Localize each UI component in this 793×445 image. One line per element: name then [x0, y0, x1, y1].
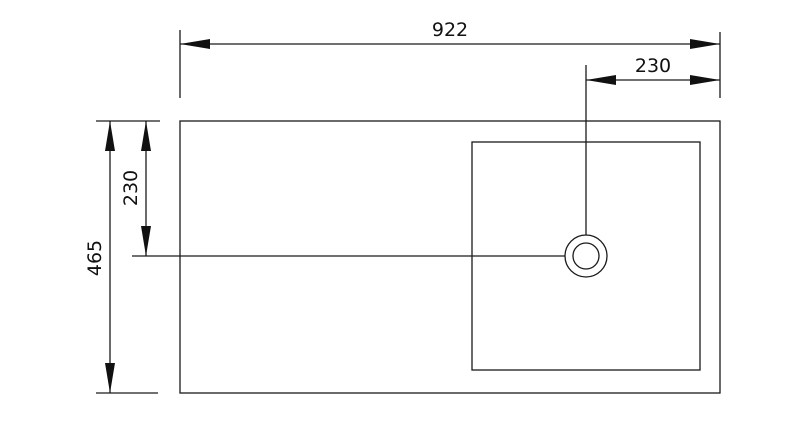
arrow-head	[690, 39, 720, 49]
overall-height-label: 465	[84, 240, 106, 276]
drain-top-offset-dimension: 230	[120, 121, 151, 256]
overall-width-label: 922	[432, 19, 468, 41]
overall-height-dimension: 465	[84, 120, 160, 394]
arrow-head	[141, 121, 151, 151]
drain-outlet	[564, 234, 608, 278]
arrow-head	[690, 75, 720, 85]
arrow-head	[180, 39, 210, 49]
drain-right-offset-label: 230	[635, 55, 671, 77]
arrow-head	[586, 75, 616, 85]
sink-outline	[179, 120, 721, 394]
drain-right-offset-dimension: 230	[586, 55, 720, 85]
drain-top-offset-label: 230	[120, 170, 142, 206]
arrow-head	[105, 121, 115, 151]
overall-width-dimension: 922	[179, 19, 721, 98]
arrow-head	[105, 363, 115, 393]
arrow-head	[141, 226, 151, 256]
